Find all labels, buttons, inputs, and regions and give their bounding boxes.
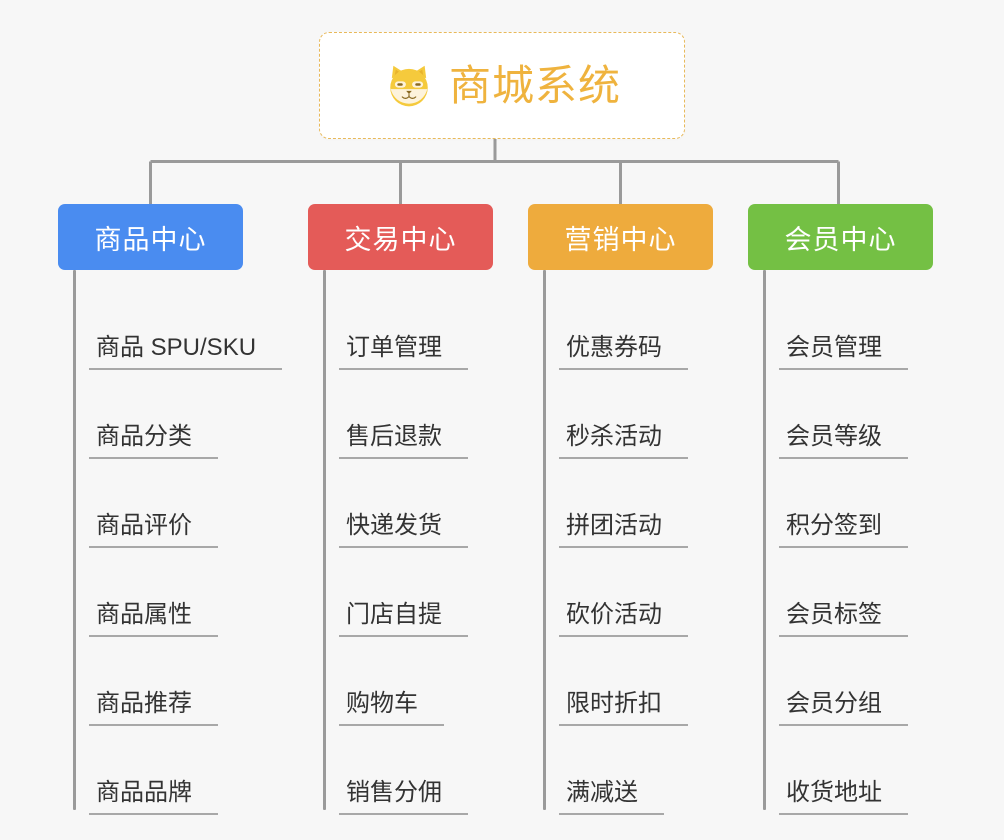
leaf-list-3: 会员管理 会员等级 积分签到 会员标签 会员分组 bbox=[748, 270, 968, 820]
leaf-item[interactable]: 售后退款 bbox=[324, 375, 528, 464]
leaf-underline bbox=[339, 457, 468, 459]
leaf-list-0: 商品 SPU/SKU 商品分类 商品评价 商品属性 商品推荐 bbox=[58, 270, 283, 820]
leaf-item[interactable]: 满减送 bbox=[544, 731, 748, 820]
category-box-3[interactable]: 会员中心 bbox=[748, 204, 933, 270]
leaf-item[interactable]: 积分签到 bbox=[764, 464, 968, 553]
leaf-underline bbox=[89, 368, 283, 370]
leaf-label: 优惠券码 bbox=[566, 334, 662, 362]
leaf-underline bbox=[779, 546, 908, 548]
category-label-1: 交易中心 bbox=[344, 224, 457, 255]
leaf-list-1: 订单管理 售后退款 快递发货 门店自提 购物车 bbox=[308, 270, 528, 820]
root-node-wrapper: 商城系统 bbox=[0, 32, 1004, 139]
leaf-underline bbox=[559, 635, 688, 637]
category-column-3: 会员中心 会员管理 会员等级 积分签到 会员标签 bbox=[748, 204, 968, 820]
category-label-0: 商品中心 bbox=[94, 224, 207, 255]
leaf-item[interactable]: 购物车 bbox=[324, 642, 528, 731]
leaf-label: 快递发货 bbox=[346, 512, 442, 540]
leaf-underline bbox=[779, 635, 908, 637]
leaf-underline bbox=[89, 724, 218, 726]
leaf-label: 订单管理 bbox=[346, 334, 442, 362]
leaf-item[interactable]: 会员标签 bbox=[764, 553, 968, 642]
leaf-label: 商品 SPU/SKU bbox=[96, 334, 257, 362]
leaf-item[interactable]: 秒杀活动 bbox=[544, 375, 748, 464]
leaf-label: 拼团活动 bbox=[566, 512, 662, 540]
leaf-label: 积分签到 bbox=[786, 512, 882, 540]
leaf-label: 会员等级 bbox=[786, 423, 882, 451]
leaf-underline bbox=[339, 635, 468, 637]
leaf-item[interactable]: 商品 SPU/SKU bbox=[74, 286, 283, 375]
leaf-label: 满减送 bbox=[566, 779, 638, 807]
category-columns: 商品中心 商品 SPU/SKU 商品分类 商品评价 商品属性 bbox=[0, 204, 1004, 840]
leaf-underline bbox=[339, 546, 468, 548]
leaf-underline bbox=[339, 813, 468, 815]
leaf-label: 会员管理 bbox=[786, 334, 882, 362]
leaf-underline bbox=[779, 368, 908, 370]
category-column-1: 交易中心 订单管理 售后退款 快递发货 门店自提 bbox=[308, 204, 528, 820]
leaf-item[interactable]: 快递发货 bbox=[324, 464, 528, 553]
shiba-dog-face-icon bbox=[390, 65, 428, 106]
leaf-underline bbox=[559, 813, 664, 815]
leaf-underline bbox=[779, 813, 908, 815]
leaf-underline bbox=[779, 457, 908, 459]
leaf-underline bbox=[559, 546, 688, 548]
leaf-underline bbox=[89, 457, 218, 459]
leaf-item[interactable]: 会员等级 bbox=[764, 375, 968, 464]
leaf-item[interactable]: 商品品牌 bbox=[74, 731, 278, 820]
leaf-underline bbox=[89, 635, 218, 637]
leaf-label: 商品品牌 bbox=[96, 779, 192, 807]
leaf-label: 销售分佣 bbox=[346, 779, 442, 807]
category-box-2[interactable]: 营销中心 bbox=[528, 204, 713, 270]
category-box-1[interactable]: 交易中心 bbox=[308, 204, 493, 270]
leaf-item[interactable]: 商品推荐 bbox=[74, 642, 278, 731]
leaf-underline bbox=[559, 724, 688, 726]
leaf-label: 售后退款 bbox=[346, 423, 442, 451]
leaf-label: 门店自提 bbox=[346, 601, 442, 629]
leaf-underline bbox=[339, 724, 444, 726]
leaf-label: 收货地址 bbox=[786, 779, 882, 807]
leaf-label: 会员分组 bbox=[786, 690, 882, 718]
category-label-2: 营销中心 bbox=[564, 224, 677, 255]
leaf-underline bbox=[559, 457, 688, 459]
category-box-0[interactable]: 商品中心 bbox=[58, 204, 243, 270]
leaf-item[interactable]: 销售分佣 bbox=[324, 731, 528, 820]
leaf-label: 秒杀活动 bbox=[566, 423, 662, 451]
leaf-underline bbox=[89, 546, 218, 548]
leaf-label: 商品推荐 bbox=[96, 690, 192, 718]
leaf-label: 购物车 bbox=[346, 690, 418, 718]
leaf-item[interactable]: 订单管理 bbox=[324, 286, 528, 375]
category-column-2: 营销中心 优惠券码 秒杀活动 拼团活动 砍价活动 bbox=[528, 204, 748, 820]
category-column-0: 商品中心 商品 SPU/SKU 商品分类 商品评价 商品属性 bbox=[58, 204, 283, 820]
category-label-3: 会员中心 bbox=[784, 224, 897, 255]
leaf-label: 商品评价 bbox=[96, 512, 192, 540]
leaf-item[interactable]: 门店自提 bbox=[324, 553, 528, 642]
leaf-label: 会员标签 bbox=[786, 601, 882, 629]
leaf-item[interactable]: 商品分类 bbox=[74, 375, 278, 464]
leaf-label: 商品属性 bbox=[96, 601, 192, 629]
leaf-underline bbox=[559, 368, 688, 370]
leaf-list-2: 优惠券码 秒杀活动 拼团活动 砍价活动 限时折扣 bbox=[528, 270, 748, 820]
leaf-item[interactable]: 商品评价 bbox=[74, 464, 278, 553]
leaf-underline bbox=[339, 368, 468, 370]
leaf-underline bbox=[89, 813, 218, 815]
root-title: 商城系统 bbox=[448, 61, 621, 109]
root-node[interactable]: 商城系统 bbox=[319, 32, 685, 139]
leaf-item[interactable]: 砍价活动 bbox=[544, 553, 748, 642]
leaf-label: 商品分类 bbox=[96, 423, 192, 451]
leaf-label: 砍价活动 bbox=[566, 601, 662, 629]
leaf-item[interactable]: 拼团活动 bbox=[544, 464, 748, 553]
leaf-item[interactable]: 商品属性 bbox=[74, 553, 278, 642]
leaf-item[interactable]: 收货地址 bbox=[764, 731, 968, 820]
leaf-underline bbox=[779, 724, 908, 726]
leaf-label: 限时折扣 bbox=[566, 690, 662, 718]
leaf-item[interactable]: 会员分组 bbox=[764, 642, 968, 731]
leaf-item[interactable]: 优惠券码 bbox=[544, 286, 748, 375]
leaf-item[interactable]: 会员管理 bbox=[764, 286, 968, 375]
leaf-item[interactable]: 限时折扣 bbox=[544, 642, 748, 731]
